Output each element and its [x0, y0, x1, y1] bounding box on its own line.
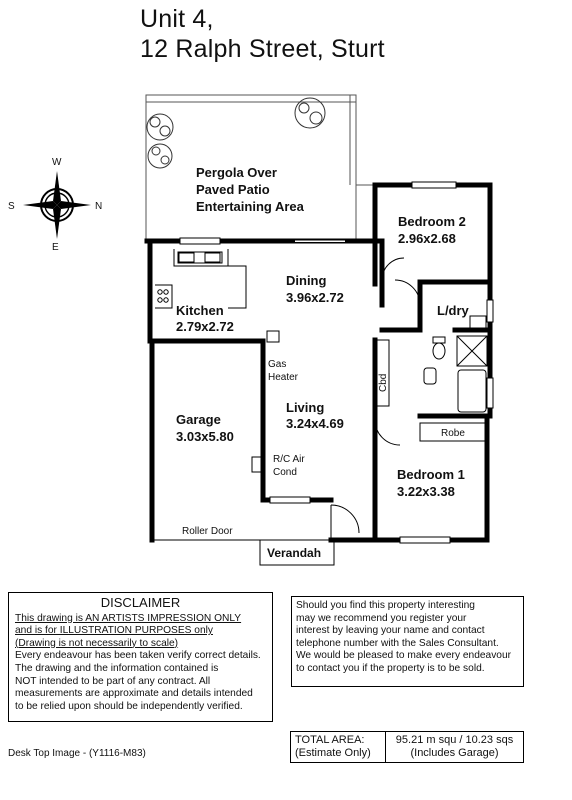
aircond-line-2: Cond	[273, 467, 297, 478]
kitchen-name: Kitchen	[176, 303, 224, 318]
interest-line-3: interest by leaving your name and contac…	[296, 625, 485, 637]
gas-heater-line-2: Heater	[268, 372, 299, 383]
disclaimer-body-3: NOT intended to be part of any contract.…	[15, 675, 211, 687]
disclaimer-body-2: The drawing and the information containe…	[15, 662, 219, 674]
total-area-estimate: (Estimate Only)	[295, 747, 371, 759]
gas-heater-line-1: Gas	[268, 359, 286, 370]
disclaimer-underlined-2: and is for ILLUSTRATION PURPOSES only	[15, 625, 213, 637]
aircond-line-1: R/C Air	[273, 454, 305, 465]
disclaimer-underlined-1: This drawing is AN ARTISTS IMPRESSION ON…	[15, 612, 242, 624]
bedroom1-size: 3.22x3.38	[397, 484, 455, 499]
living-name: Living	[286, 400, 324, 415]
compass-s: S	[8, 201, 15, 212]
bedroom2-size: 2.96x2.68	[398, 231, 456, 246]
dining-size: 3.96x2.72	[286, 290, 344, 305]
disclaimer-box: DISCLAIMER This drawing is AN ARTISTS IM…	[8, 592, 273, 722]
interest-line-2: may we recommend you register your	[296, 612, 467, 624]
door-swings	[330, 257, 421, 540]
kitchen-cabinets	[155, 249, 247, 309]
bedroom2-name: Bedroom 2	[398, 214, 466, 229]
floor-plan: W E S N	[8, 94, 494, 566]
interest-line-1: Should you find this property interestin…	[296, 600, 475, 611]
roller-door-label: Roller Door	[182, 526, 233, 537]
living-size: 3.24x4.69	[286, 416, 344, 431]
windows	[179, 181, 494, 544]
total-area-note: (Includes Garage)	[410, 747, 499, 759]
pergola-line-1: Pergola Over	[196, 165, 277, 180]
disclaimer-heading: DISCLAIMER	[100, 595, 181, 610]
pergola-line-2: Paved Patio	[196, 182, 270, 197]
verandah-label: Verandah	[267, 546, 321, 560]
compass-w: W	[52, 157, 62, 168]
address-line-1: Unit 4,	[140, 5, 214, 33]
compass-n: N	[95, 201, 102, 212]
garage-size: 3.03x5.80	[176, 429, 234, 444]
compass-rose-icon	[23, 171, 91, 239]
total-area-label: TOTAL AREA:	[295, 734, 365, 746]
bedroom1-name: Bedroom 1	[397, 467, 465, 482]
disclaimer-body-5: to be relied upon should be independentl…	[15, 700, 243, 712]
kitchen-size: 2.79x2.72	[176, 319, 234, 334]
address-line-2: 12 Ralph Street, Sturt	[140, 35, 385, 63]
tree-icon	[146, 97, 326, 169]
interest-line-5: We would be pleased to make every endeav…	[296, 650, 512, 662]
dining-name: Dining	[286, 273, 326, 288]
laundry-name: L/dry	[437, 303, 470, 318]
total-area-box: TOTAL AREA: (Estimate Only) 95.21 m squ …	[290, 731, 524, 763]
interest-line-6: to contact you if the property is to be …	[296, 662, 485, 674]
robe-label: Robe	[441, 428, 465, 439]
compass-e: E	[52, 242, 59, 253]
footer-reference: Desk Top Image - (Y1116-M83)	[8, 748, 146, 759]
interest-box: Should you find this property interestin…	[291, 596, 524, 687]
cupboard-label: Cbd	[378, 374, 389, 392]
interest-line-4: telephone number with the Sales Consulta…	[296, 637, 499, 649]
disclaimer-body-1: Every endeavour has been taken verify co…	[15, 650, 261, 662]
disclaimer-underlined-3: (Drawing is not necessarily to scale)	[15, 637, 179, 649]
total-area-value: 95.21 m squ / 10.23 sqs	[395, 734, 514, 746]
garage-name: Garage	[176, 412, 221, 427]
disclaimer-body-4: measurements are approximate and details…	[15, 688, 253, 700]
pergola-line-3: Entertaining Area	[196, 199, 305, 214]
